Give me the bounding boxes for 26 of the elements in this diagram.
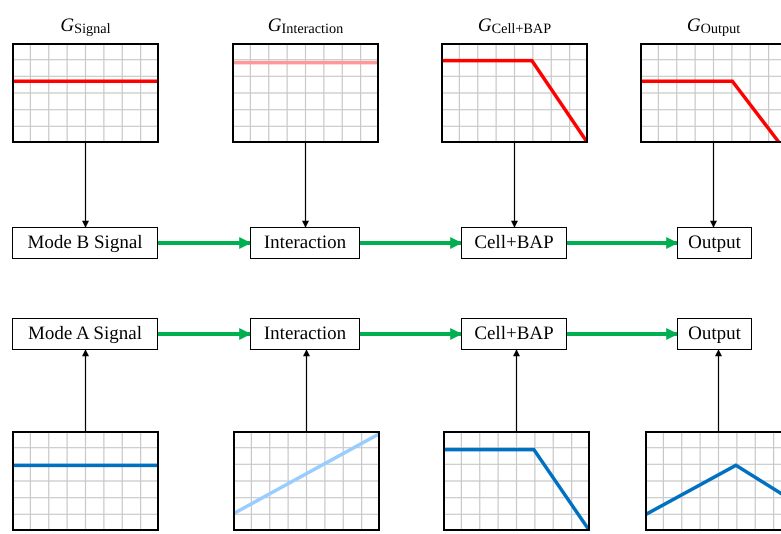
arrow (82, 349, 89, 431)
flow-arrow (158, 328, 252, 340)
graph-title: G$_{Cell+BAP}$ (476, 14, 552, 39)
arrow (302, 143, 309, 228)
process-box: Interaction (250, 227, 360, 259)
process-box: Cell+BAP (461, 227, 567, 259)
process-box: Interaction (250, 318, 360, 350)
arrow (511, 143, 518, 228)
graph-title: G$_{Output}$ (686, 14, 742, 39)
flow-arrow (567, 328, 678, 340)
process-box: Cell+BAP (461, 318, 567, 350)
arrow (513, 349, 520, 431)
process-box: Mode A Signal (12, 318, 158, 350)
arrow (82, 143, 89, 228)
arrow (710, 143, 717, 228)
flow-arrow (158, 237, 252, 249)
flow-arrow (567, 237, 678, 249)
arrow (303, 349, 310, 431)
graph-title: G$_{Signal}$ (59, 14, 112, 39)
flow-arrow (360, 237, 462, 249)
process-box: Mode B Signal (12, 227, 158, 259)
graph-title: G$_{Interaction}$ (266, 14, 344, 39)
process-box: Output (677, 227, 752, 259)
process-box: Output (677, 318, 752, 350)
arrow (715, 349, 722, 431)
flow-arrow (360, 328, 462, 340)
